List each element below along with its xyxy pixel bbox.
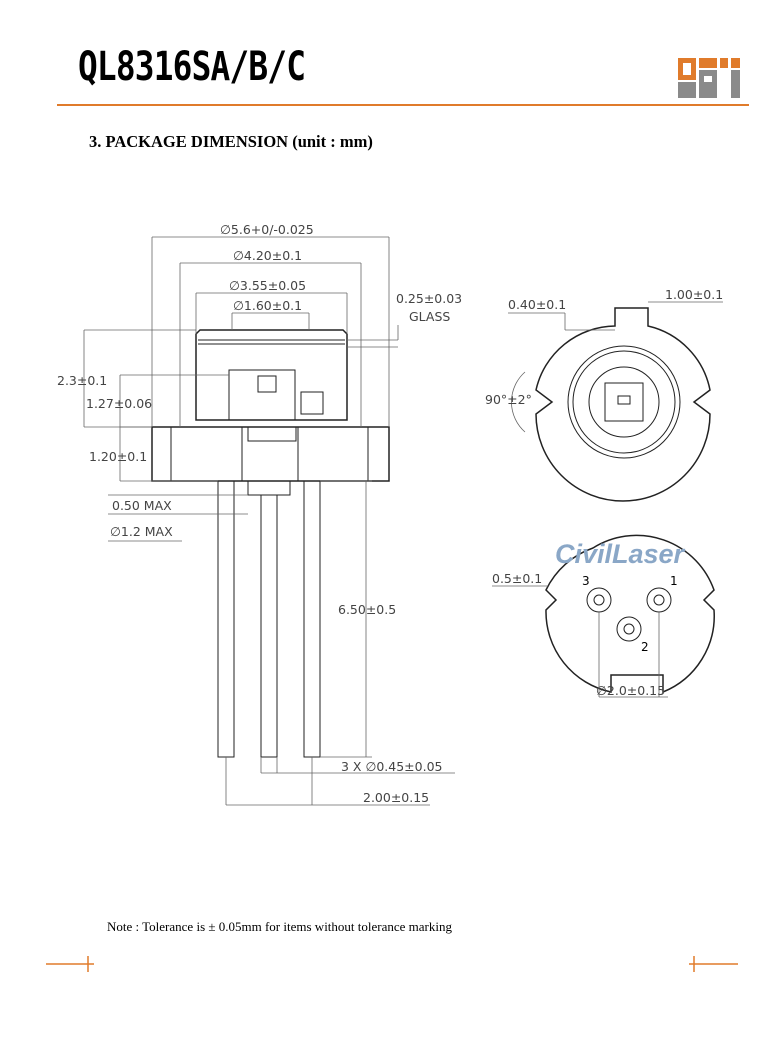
dim-cap-body: ∅4.20±0.1 — [233, 248, 302, 263]
dim-notch-angle: 90°±2° — [485, 392, 532, 407]
crop-marks — [46, 956, 738, 972]
label-glass: GLASS — [409, 309, 450, 324]
dim-height-emitter: 1.27±0.06 — [86, 396, 152, 411]
dim-cap-window: ∅3.55±0.05 — [229, 278, 306, 293]
pin-label-3: 3 — [582, 574, 590, 588]
dim-pin-length: 6.50±0.5 — [338, 602, 396, 617]
pin-label-2: 2 — [641, 640, 649, 654]
dim-height-total: 2.3±0.1 — [57, 373, 107, 388]
dim-glass: 0.25±0.03 — [396, 291, 462, 306]
dim-base-height: 1.20±0.1 — [89, 449, 147, 464]
dim-key-offset: 0.40±0.1 — [508, 297, 566, 312]
header-rule — [57, 104, 749, 106]
dim-cap-outer: ∅5.6+0/-0.025 — [220, 222, 314, 237]
section-heading: 3. PACKAGE DIMENSION (unit : mm) — [89, 132, 373, 151]
dim-chip: ∅1.60±0.1 — [233, 298, 302, 313]
watermark-civillaser: CivilLaser — [555, 539, 686, 569]
dim-pin-spacing: 2.00±0.15 — [363, 790, 429, 805]
document-title: QL8316SA/B/C — [78, 44, 306, 90]
qsi-logo — [676, 56, 742, 100]
pin-label-1: 1 — [670, 574, 678, 588]
dim-pin-dia: 3 X ∅0.45±0.05 — [341, 759, 443, 774]
dim-notch: 0.5±0.1 — [492, 571, 542, 586]
dim-max-dia: ∅1.2 MAX — [110, 524, 173, 539]
dim-key-width: 1.00±0.1 — [665, 287, 723, 302]
dim-pin-circle: ∅2.0±0.15 — [596, 683, 665, 698]
tolerance-note: Note : Tolerance is ± 0.05mm for items w… — [107, 919, 452, 934]
dim-max-protrusion: 0.50 MAX — [112, 498, 172, 513]
